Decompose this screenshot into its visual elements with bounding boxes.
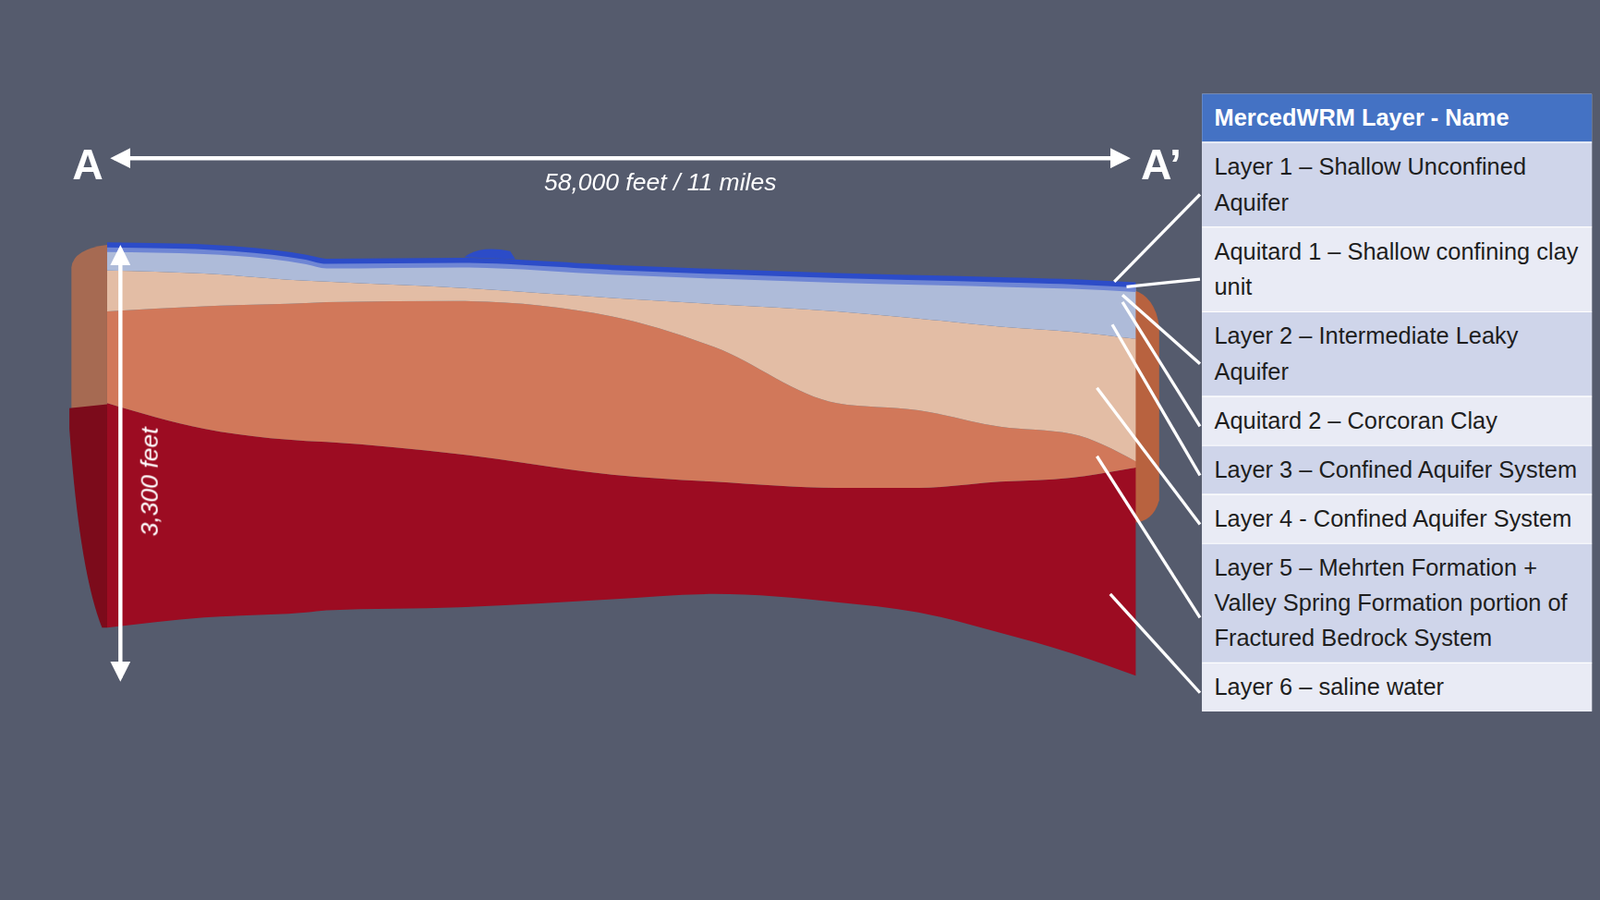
dimension-label: 3,300 feet — [136, 426, 164, 536]
section-end-label: A’ — [1140, 141, 1182, 189]
section-end-label: A — [72, 141, 104, 189]
leader-line — [1096, 456, 1200, 619]
section-end — [69, 403, 108, 628]
table-cell: Layer 5 – Mehrten Formation + Valley Spr… — [1201, 542, 1592, 663]
dimension-label: 58,000 feet / 11 miles — [544, 169, 777, 196]
section-end — [71, 244, 108, 409]
layer-table: MercedWRM Layer - NameLayer 1 – Shallow … — [1201, 94, 1592, 713]
leader-line — [1114, 193, 1200, 281]
table-cell: Aquitard 2 – Corcoran Clay — [1201, 395, 1592, 445]
table-cell: Layer 2 – Intermediate Leaky Aquifer — [1201, 311, 1592, 397]
table-cell: Layer 6 – saline water — [1201, 662, 1592, 712]
table-cell: Aquitard 1 – Shallow confining clay unit — [1201, 226, 1592, 312]
leader-line — [1112, 324, 1200, 475]
table-cell: Layer 1 – Shallow Unconfined Aquifer — [1201, 141, 1592, 227]
leader-line — [1126, 278, 1200, 287]
ground-surface — [107, 244, 1136, 285]
leader-line — [1110, 593, 1200, 693]
layer-band — [107, 244, 1136, 340]
dimension-arrow — [118, 249, 122, 679]
layer-band — [107, 244, 1136, 292]
dimension-arrow — [114, 156, 1128, 160]
table-cell: Layer 4 - Confined Aquifer System — [1201, 493, 1592, 543]
table-header: MercedWRM Layer - Name — [1201, 94, 1592, 143]
table-cell: Layer 3 – Confined Aquifer System — [1201, 444, 1592, 494]
ground-surface — [464, 249, 516, 260]
leader-line — [1096, 387, 1200, 525]
leader-line — [1122, 294, 1200, 364]
